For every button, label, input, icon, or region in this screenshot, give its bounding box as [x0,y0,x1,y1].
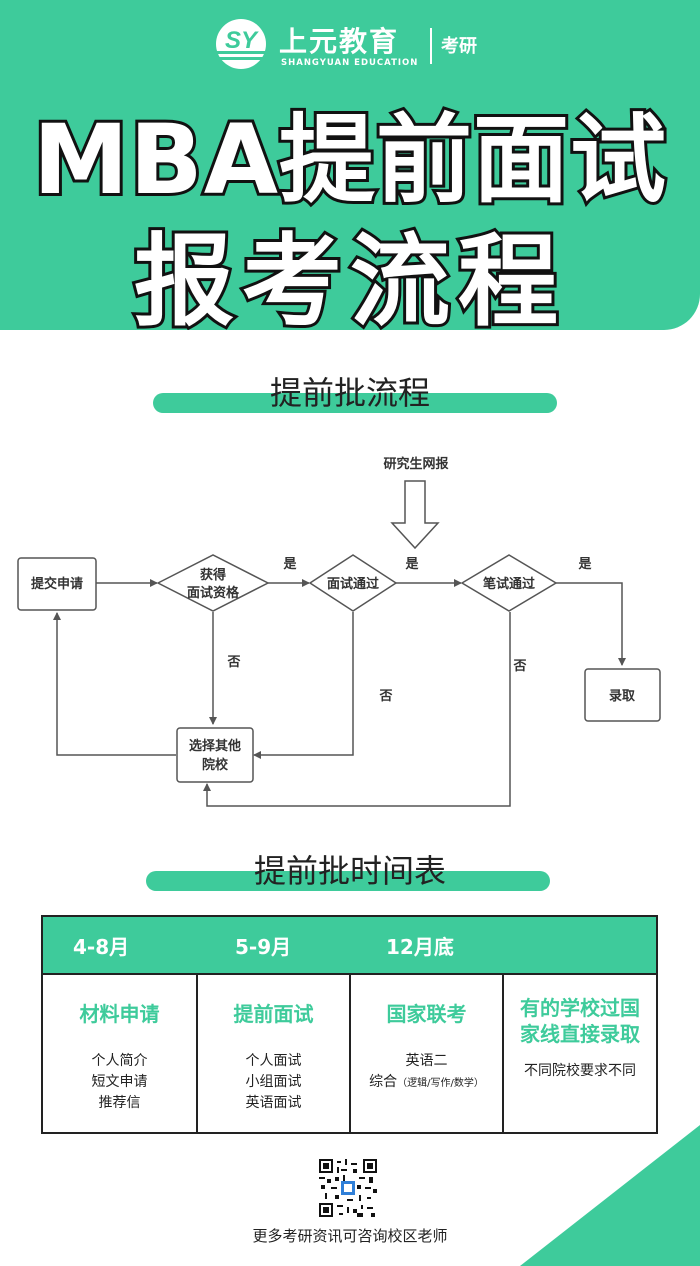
cell-line: 个人简介 [91,1053,148,1069]
cell-line-note: （逻辑/写作/数学） [397,1078,484,1089]
edge-choose-submit [53,612,176,756]
node-qualify [156,554,270,612]
node-choose [176,727,254,783]
cell-title-interview: 提前面试 [233,1002,314,1026]
schedule-cell-national-exam: 国家联考 英语二 综合（逻辑/写作/数学） [349,975,502,1132]
flowchart: 研究生网报 提交申请 获得 面试资格 面试通过 笔试通过 选择其他 院校 录取 … [17,456,661,807]
cell-line: 综合 [369,1074,398,1090]
brand-logo: SY 上元教育 SHANGYUAN EDUCATION 考研 [213,14,503,74]
main-title-line1: MBA提前面试 [30,101,669,219]
brand-subname: SHANGYUAN EDUCATION [281,58,419,68]
edge-interview-choose [253,612,354,759]
schedule-header-3: 12月底 [386,935,454,959]
label-admit: 录取 [609,689,636,704]
qr-code-icon [319,1159,377,1217]
cell-line: 不同院校要求不同 [524,1063,636,1079]
cell-line: 英语二 [405,1053,448,1069]
flow-title-bar [153,393,557,413]
node-admit [584,668,661,722]
schedule-title-bar [146,871,550,891]
brand-divider [430,28,432,64]
label-yes-3: 是 [577,557,592,572]
cell-title-materials: 材料申请 [79,1002,160,1026]
cell-line: 个人面试 [245,1053,302,1069]
brand-tag: 考研 [441,36,477,57]
label-yes-1: 是 [282,557,297,572]
cell-line: 推荐信 [98,1095,141,1111]
node-interview [308,554,398,612]
cell-lines-direct-admit: 不同院校要求不同 [504,1061,656,1082]
header-banner: SY 上元教育 SHANGYUAN EDUCATION 考研 MBA提前面试 报… [0,0,700,330]
node-submit [17,557,97,611]
label-no-3: 否 [512,659,526,674]
schedule-cell-interview: 提前面试 个人面试 小组面试 英语面试 [196,975,349,1132]
main-title-line2: 报考流程 [131,220,566,330]
cell-lines-interview: 个人面试 小组面试 英语面试 [198,1051,349,1114]
label-choose-2: 院校 [202,757,229,773]
cell-lines-national-exam: 英语二 综合（逻辑/写作/数学） [351,1051,502,1094]
schedule-header-1: 4-8月 [73,935,130,959]
label-submit: 提交申请 [31,576,83,592]
node-written [460,554,558,612]
cell-line: 英语面试 [245,1095,302,1111]
cell-lines-materials: 个人简介 短文申请 推荐信 [43,1051,196,1114]
cell-title-direct-admit: 有的学校过国 家线直接录取 [504,995,656,1047]
label-choose-1: 选择其他 [189,738,241,754]
schedule-section-title: 提前批时间表 [253,852,446,890]
sy-logo-icon: SY [216,19,266,69]
schedule-header-2: 5-9月 [235,935,292,959]
cell-title-line: 家线直接录取 [520,1022,640,1046]
brand-name: 上元教育 [279,25,400,58]
label-online-apply: 研究生网报 [383,456,449,472]
edge-written-choose [203,612,511,807]
flow-section-title: 提前批流程 [269,374,430,412]
label-interview-pass: 面试通过 [327,576,379,592]
hollow-down-arrow-icon [390,480,440,550]
label-qualify-2: 面试资格 [187,585,240,601]
label-no-2: 否 [378,689,392,704]
cell-line: 小组面试 [245,1074,302,1090]
schedule-table: 4-8月 5-9月 12月底 材料申请 个人简介 短文申请 推荐信 提前面试 个… [41,915,658,1134]
label-yes-2: 是 [404,557,419,572]
cell-line: 短文申请 [91,1074,148,1090]
schedule-header-row: 4-8月 5-9月 12月底 [43,917,656,975]
schedule-cell-materials: 材料申请 个人简介 短文申请 推荐信 [43,975,196,1132]
footer-text: 更多考研资讯可咨询校区老师 [252,1227,448,1245]
logo-badge-text: SY [225,27,259,54]
schedule-cell-direct-admit: 有的学校过国 家线直接录取 不同院校要求不同 [502,975,656,1132]
label-no-1: 否 [226,655,240,670]
label-written-pass: 笔试通过 [483,576,535,592]
label-qualify-1: 获得 [200,567,226,583]
cell-title-line: 有的学校过国 [520,996,640,1020]
edge-written-admit [556,582,626,666]
corner-decoration [520,1125,700,1266]
cell-title-national-exam: 国家联考 [386,1002,467,1026]
